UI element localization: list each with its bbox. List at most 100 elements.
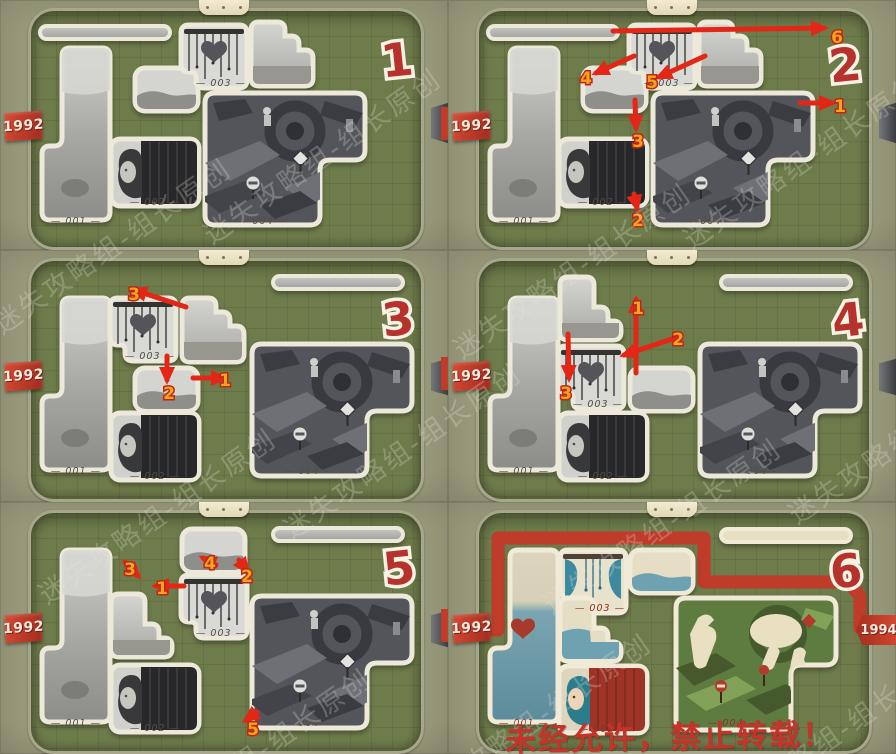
- piece-002[interactable]: [111, 413, 199, 480]
- board-latch: [647, 502, 697, 517]
- piece-label-003: — 003 —: [196, 628, 246, 639]
- panel-number: 4: [829, 291, 866, 348]
- piece-bar[interactable]: [486, 24, 620, 41]
- piece-label-004: — 004 —: [708, 718, 758, 729]
- panel-4: — 001 — — 002 — — 003 — — 004 — 1 2 3 4 …: [448, 250, 896, 502]
- piece-stairs[interactable]: [111, 594, 172, 657]
- piece-label-001: — 001 —: [51, 718, 101, 729]
- step-number: 1: [834, 97, 846, 117]
- panel-1: — 001 — — 002 — — 003 — — 004 — 1 1992: [0, 0, 448, 250]
- step-number: 5: [247, 720, 259, 740]
- piece-001[interactable]: [42, 298, 110, 470]
- piece-label-002: — 002 —: [578, 471, 628, 482]
- piece-label-001: — 001 —: [499, 216, 549, 227]
- year-flag-1992: 1992: [451, 110, 492, 142]
- step-number: 5: [646, 73, 658, 93]
- move-arrows: 6 4 5 3 1 2: [579, 20, 847, 233]
- year-flag-1992: 1992: [451, 360, 492, 392]
- panel-6: — 001 — — 002 — — 003 — — 004 — 6 1992 1…: [448, 502, 896, 754]
- piece-004-maze[interactable]: [247, 596, 412, 728]
- next-flag-tip: [441, 107, 448, 140]
- next-flag-tip: [441, 357, 448, 390]
- step-number: 6: [831, 28, 843, 48]
- solution-path: [458, 531, 894, 637]
- piece-004-maze[interactable]: [648, 93, 813, 225]
- piece-stairs[interactable]: [251, 22, 313, 86]
- piece-bar[interactable]: [38, 24, 172, 41]
- board-layer: — 001 — — 002 — — 003 — — 004 — 3 2 1 3: [0, 274, 420, 502]
- step-number: 2: [632, 211, 644, 231]
- panel-2: — 001 — — 002 — — 003 — — 004 — 6 4 5 3 …: [448, 0, 896, 250]
- step-number: 1: [156, 579, 168, 599]
- panel-5: — 001 — — 002 — — 003 — — 004 — 1 2 3 4 …: [0, 502, 448, 754]
- piece-bar[interactable]: [271, 274, 405, 291]
- piece-label-003: — 003 —: [573, 399, 623, 410]
- board-latch: [647, 250, 697, 265]
- step-number: 4: [580, 69, 592, 89]
- next-flag-tip: [441, 609, 448, 642]
- piece-001[interactable]: [490, 298, 558, 470]
- piece-001[interactable]: [490, 48, 558, 220]
- piece-label-001: — 001 —: [51, 216, 101, 227]
- year-flag-1992: 1992: [3, 612, 44, 644]
- step-number: 2: [163, 384, 175, 404]
- step-number: 1: [219, 371, 231, 391]
- piece-label-001: — 001 —: [499, 466, 549, 477]
- board-latch: [199, 502, 249, 517]
- piece-004-maze[interactable]: [247, 344, 412, 476]
- piece-hills[interactable]: [630, 550, 693, 593]
- board-layer: — 001 — — 002 — — 003 — — 004 — 1 2 3 4: [448, 274, 870, 502]
- step-number: 3: [560, 384, 572, 404]
- piece-001[interactable]: [42, 550, 110, 722]
- piece-004-maze[interactable]: [200, 93, 365, 225]
- year-flag-1994: 1994: [856, 615, 896, 645]
- piece-label-003: — 003 —: [644, 78, 694, 89]
- piece-002[interactable]: [111, 665, 199, 732]
- piece-001[interactable]: [42, 48, 110, 220]
- piece-004-maze[interactable]: [695, 344, 860, 476]
- panel-3: — 001 — — 002 — — 003 — — 004 — 3 2 1 3 …: [0, 250, 448, 502]
- move-arrows: 1 2 3 4 5: [122, 553, 262, 742]
- move-arrows: 3 2 1: [127, 284, 233, 406]
- piece-002[interactable]: [559, 413, 647, 480]
- piece-bar[interactable]: [719, 527, 853, 544]
- piece-label-003: — 003 —: [575, 603, 625, 614]
- year-flag-1992: 1992: [3, 110, 44, 142]
- year-flag-1992: 1992: [3, 360, 44, 392]
- panel-number: 3: [379, 290, 416, 347]
- piece-label-004: — 004 —: [686, 216, 736, 227]
- move-arrows: 1 2 3: [559, 295, 685, 406]
- piece-label-003: — 003 —: [125, 351, 175, 362]
- board-latch: [199, 250, 249, 265]
- board-layer: — 001 — — 002 — — 003 — — 004 — 1 2 3 4 …: [0, 526, 421, 742]
- panel-number: 2: [826, 36, 863, 93]
- piece-bar[interactable]: [271, 526, 405, 543]
- panel-number: 1: [378, 31, 415, 88]
- step-number: 3: [632, 132, 644, 152]
- slot-wedge: [879, 102, 896, 144]
- piece-label-002: — 002 —: [130, 723, 180, 734]
- piece-hills[interactable]: [630, 368, 693, 411]
- board-latch: [199, 0, 249, 15]
- board-layer: — 001 — — 002 — — 003 — — 004 — 6 4 5 3 …: [486, 0, 867, 233]
- piece-label-002: — 002 —: [130, 471, 180, 482]
- piece-label-002: — 002 —: [578, 197, 628, 208]
- step-number: 2: [241, 567, 253, 587]
- piece-label-004: — 004 —: [732, 466, 782, 477]
- step-number: 4: [204, 554, 216, 574]
- step-number: 3: [124, 560, 136, 580]
- step-number: 2: [672, 330, 684, 350]
- piece-stairs[interactable]: [560, 277, 621, 340]
- piece-label-001: — 001 —: [499, 718, 549, 729]
- board-layer: — 001 — — 002 — — 003 — — 004 — 6: [458, 527, 894, 754]
- piece-label-004: — 004 —: [284, 718, 334, 729]
- slot-wedge: [879, 358, 896, 396]
- piece-002[interactable]: [111, 139, 199, 206]
- step-number: 1: [632, 299, 644, 319]
- copyright-notice: 未经允许，禁止转载！: [504, 717, 836, 754]
- panel-number: 5: [380, 539, 417, 596]
- piece-stairs[interactable]: [182, 298, 244, 362]
- piece-bar[interactable]: [719, 274, 853, 291]
- piece-label-002: — 002 —: [130, 197, 180, 208]
